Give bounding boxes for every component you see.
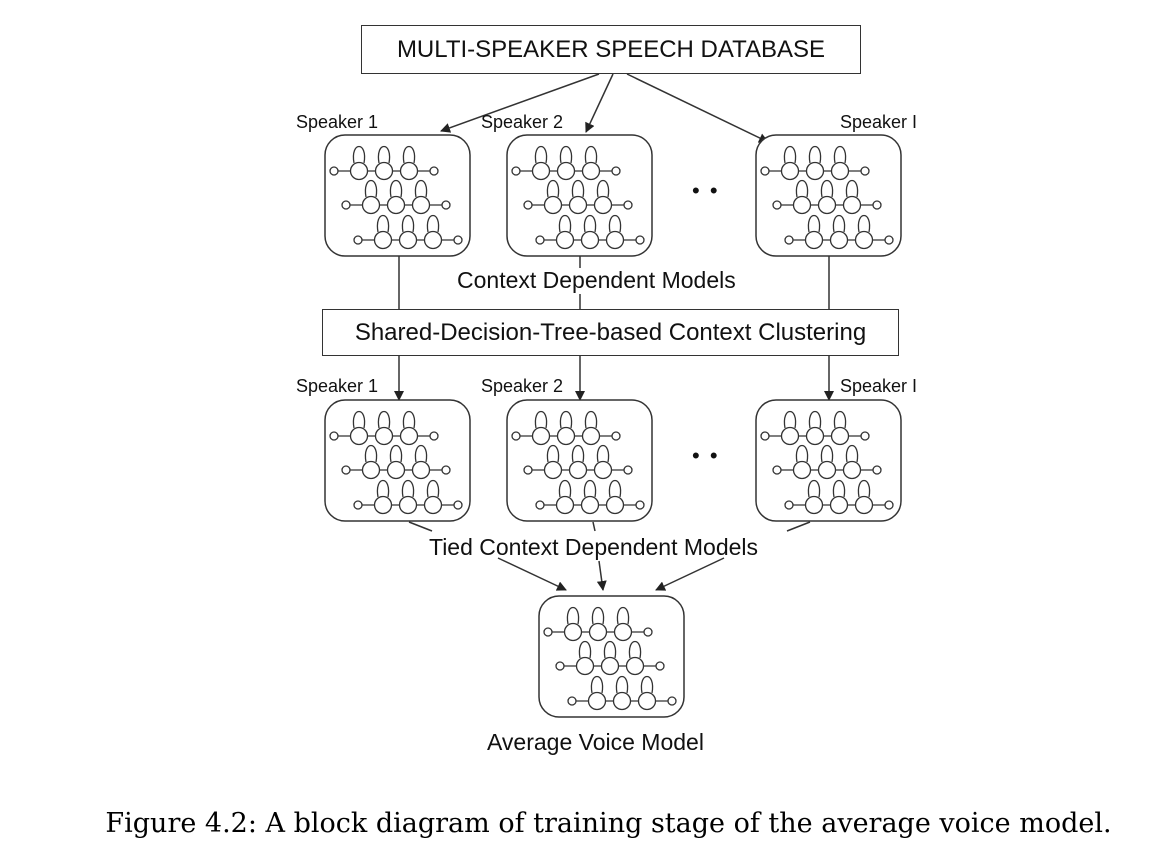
- speech-database-box: MULTI-SPEAKER SPEECH DATABASE: [361, 25, 861, 74]
- hmm-chain-icon: [511, 410, 645, 515]
- arrow-db-to-speaker-1: [440, 73, 600, 133]
- hmm-chain-icon: [543, 606, 677, 711]
- bottom-speaker-1-label: Speaker 1: [296, 376, 379, 396]
- model-box-speaker-1-tied: [324, 399, 471, 522]
- model-box-speaker-2-tied: [506, 399, 653, 522]
- arrow-db-to-speaker-i: [626, 73, 769, 143]
- tie-line-speaker-2: [592, 521, 596, 532]
- hmm-chain-icon: [329, 145, 463, 250]
- bottom-speaker-2-label: Speaker 2: [481, 376, 564, 396]
- bottom-speaker-i-label: Speaker I: [840, 376, 918, 396]
- context-clustering-label: Shared-Decision-Tree-based Context Clust…: [354, 318, 867, 346]
- hmm-chain-icon: [760, 145, 894, 250]
- top-speaker-i-label: Speaker I: [840, 112, 918, 132]
- bottom-row-ellipsis: • •: [692, 443, 720, 468]
- model-box-average-voice: [538, 595, 685, 718]
- hmm-chain-icon: [329, 410, 463, 515]
- hmm-chain-icon: [511, 145, 645, 250]
- arrow-tied-to-average-right: [655, 557, 725, 591]
- hmm-chain-icon: [760, 410, 894, 515]
- model-box-speaker-i-tied: [755, 399, 902, 522]
- tie-line-speaker-1: [408, 521, 433, 532]
- top-speaker-2-label: Speaker 2: [481, 112, 564, 132]
- tied-context-dependent-models-label: Tied Context Dependent Models: [429, 534, 759, 560]
- average-voice-model-label: Average Voice Model: [487, 729, 704, 755]
- model-box-speaker-2-context: [506, 134, 653, 257]
- model-box-speaker-i-context: [755, 134, 902, 257]
- figure-caption: Figure 4.2: A block diagram of training …: [105, 808, 1112, 839]
- arrow-tied-to-average-left: [497, 557, 567, 591]
- top-speaker-1-label: Speaker 1: [296, 112, 379, 132]
- context-clustering-box: Shared-Decision-Tree-based Context Clust…: [322, 309, 899, 356]
- speech-database-label: MULTI-SPEAKER SPEECH DATABASE: [396, 35, 826, 63]
- top-row-ellipsis: • •: [692, 178, 720, 203]
- model-box-speaker-1-context: [324, 134, 471, 257]
- context-dependent-models-label: Context Dependent Models: [457, 267, 736, 293]
- tie-line-speaker-i: [786, 521, 811, 532]
- arrow-tied-to-average-center: [596, 560, 607, 591]
- arrow-db-to-speaker-2: [585, 73, 614, 133]
